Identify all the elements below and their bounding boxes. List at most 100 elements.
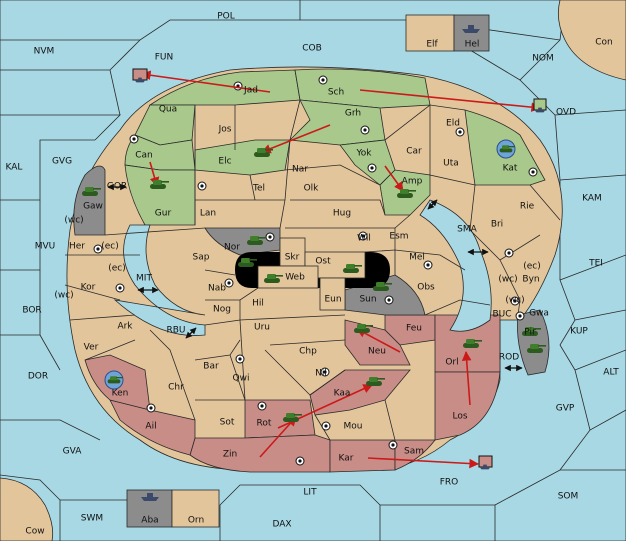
label-byn: Byn xyxy=(522,275,539,285)
label-feu: Feu xyxy=(406,324,422,334)
supply-center-icon xyxy=(257,401,267,411)
label-hel: Hel xyxy=(465,40,480,50)
label-eun: Eun xyxy=(324,295,341,305)
coast-labels: (wc) (ec) (ec) (wc) (wc) (ec) (wc) xyxy=(54,216,540,306)
label-pir: Pir xyxy=(524,328,536,338)
region-ail[interactable] xyxy=(109,399,196,456)
region-zin[interactable] xyxy=(189,434,331,473)
region-con[interactable] xyxy=(557,0,626,81)
region-orn[interactable] xyxy=(171,489,220,528)
label-grh: Grh xyxy=(345,109,361,119)
label-amp: Amp xyxy=(402,177,423,187)
label-ovd: OVD xyxy=(556,108,576,118)
region-jad[interactable] xyxy=(148,69,301,106)
label-kar: Kar xyxy=(339,454,354,464)
label-ost: Ost xyxy=(315,257,331,267)
label-alt: ALT xyxy=(603,368,619,378)
label-uta: Uta xyxy=(443,159,459,169)
label-dor: DOR xyxy=(28,372,48,382)
supply-center-icon xyxy=(367,163,377,173)
supply-center-icon xyxy=(93,244,103,254)
label-bor: BOR xyxy=(22,306,41,316)
supply-center-icon xyxy=(129,134,139,144)
label-gur: Gur xyxy=(155,209,172,219)
label-mit: MIT xyxy=(136,274,152,284)
label-som: SOM xyxy=(558,492,579,502)
supply-center-icon xyxy=(388,440,398,450)
region-nor[interactable] xyxy=(204,227,281,256)
label-nor: Nor xyxy=(224,243,240,253)
supply-center-icon xyxy=(321,421,331,431)
region-pir[interactable] xyxy=(517,309,550,376)
supply-center-icon xyxy=(504,248,514,258)
label-los: Los xyxy=(452,412,467,422)
label-eld: Eld xyxy=(446,119,460,129)
label-lan: Lan xyxy=(200,209,216,219)
label-sap: Sap xyxy=(193,253,210,263)
label-jos: Jos xyxy=(218,125,232,135)
fleet-ovd xyxy=(533,98,547,113)
label-chp: Chp xyxy=(299,347,317,357)
supply-center-icon xyxy=(224,278,234,288)
label-wc1: (wc) xyxy=(64,216,83,226)
label-fro: FRO xyxy=(440,478,459,488)
supply-center-icon xyxy=(233,81,243,91)
label-rod: ROD xyxy=(499,353,519,363)
inner-sea-sma xyxy=(419,199,492,332)
region-rot[interactable] xyxy=(244,399,316,439)
label-web: Web xyxy=(285,273,305,283)
region-los[interactable] xyxy=(434,371,501,441)
supply-center-icon xyxy=(515,311,525,321)
label-gor: GOR xyxy=(107,182,127,192)
label-bri: Bri xyxy=(491,220,503,230)
label-esm: Esm xyxy=(389,232,408,242)
supply-center-icon xyxy=(423,260,433,270)
supply-center-icon xyxy=(146,403,156,413)
label-mel: Mel xyxy=(409,253,425,263)
region-cow[interactable] xyxy=(0,477,54,541)
label-sma: SMA xyxy=(457,225,477,235)
region-feu[interactable] xyxy=(384,314,436,346)
fleet-fun xyxy=(132,68,148,83)
label-aba: Aba xyxy=(141,516,158,526)
label-gvp: GVP xyxy=(556,404,575,414)
label-her: Her xyxy=(69,242,85,252)
label-hug: Hug xyxy=(333,209,351,219)
label-qua: Qua xyxy=(159,105,177,115)
label-nom: NOM xyxy=(532,54,554,64)
label-buc: BUC xyxy=(492,310,511,320)
label-qwi: Qwi xyxy=(233,374,250,384)
supply-center-icon xyxy=(384,295,394,305)
label-wil: Wil xyxy=(357,234,371,244)
label-mvu: MVU xyxy=(35,242,56,252)
label-mou: Mou xyxy=(344,422,363,432)
label-ail: Ail xyxy=(145,422,156,432)
region-hel[interactable] xyxy=(453,14,490,52)
label-gva: GVA xyxy=(63,447,83,457)
label-sot: Sot xyxy=(220,418,235,428)
label-pol: POL xyxy=(217,12,235,22)
supply-center-icon xyxy=(115,283,125,293)
strait-arrows xyxy=(107,183,523,372)
supply-center-icon xyxy=(510,296,520,306)
label-kat: Kat xyxy=(503,164,518,174)
label-nvm: NVM xyxy=(34,47,55,57)
tank-icon xyxy=(104,370,124,390)
label-con: Con xyxy=(595,38,613,48)
label-uru: Uru xyxy=(254,323,270,333)
label-neu: Neu xyxy=(368,347,386,357)
label-nil: Nil xyxy=(315,369,327,379)
label-fun: FUN xyxy=(155,53,174,63)
supply-center-icon xyxy=(235,354,245,364)
tank-icon xyxy=(496,139,516,159)
label-can: Can xyxy=(135,151,153,161)
region-sam[interactable] xyxy=(394,439,436,471)
label-ec3: (ec) xyxy=(523,262,541,272)
region-eun[interactable] xyxy=(319,277,346,311)
units xyxy=(82,25,547,501)
label-obs: Obs xyxy=(417,283,435,293)
label-ken: Ken xyxy=(112,389,129,399)
supply-center-icon xyxy=(455,127,465,137)
